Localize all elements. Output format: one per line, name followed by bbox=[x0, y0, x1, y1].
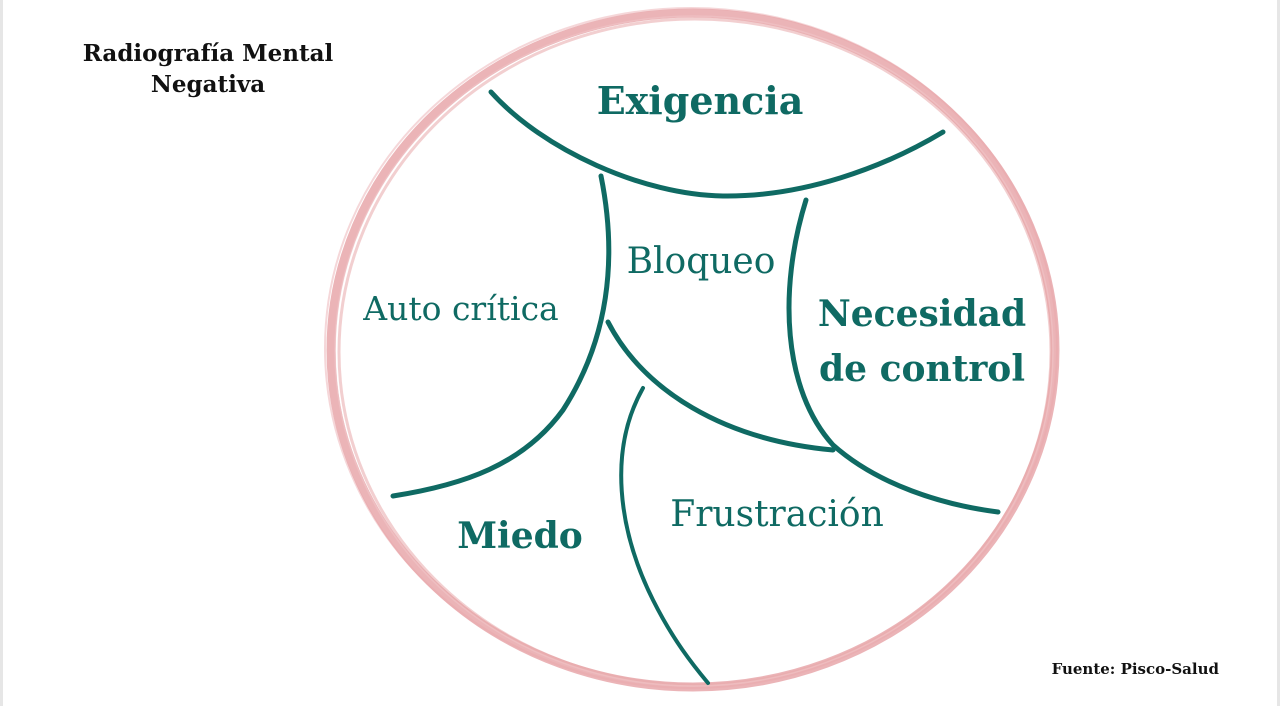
region-label-bloqueo: Bloqueo bbox=[627, 241, 776, 282]
mind-map-circle-diagram: Exigencia Bloqueo Auto crítica Necesidad… bbox=[324, 7, 1060, 692]
divider-frustracion bbox=[619, 386, 710, 685]
title-line-2: Negativa bbox=[150, 71, 266, 98]
source-credit: Fuente: Pisco-Salud bbox=[1051, 660, 1219, 678]
region-label-auto-critica: Auto crítica bbox=[362, 289, 559, 328]
region-label-necesidad-line2: de control bbox=[819, 348, 1025, 390]
region-label-exigencia: Exigencia bbox=[597, 78, 804, 123]
region-label-frustracion: Frustración bbox=[670, 494, 884, 535]
divider-autocritica bbox=[390, 173, 612, 499]
outer-circle bbox=[324, 7, 1060, 692]
divider-necesidad bbox=[786, 197, 1001, 515]
divider-exigencia bbox=[488, 89, 946, 199]
divider-bloqueo-bottom bbox=[605, 319, 836, 453]
region-label-necesidad-line1: Necesidad bbox=[818, 293, 1026, 335]
diagram-title: Radiografía Mental Negativa bbox=[63, 38, 353, 100]
title-line-1: Radiografía Mental bbox=[82, 40, 334, 67]
region-label-miedo: Miedo bbox=[457, 515, 583, 557]
